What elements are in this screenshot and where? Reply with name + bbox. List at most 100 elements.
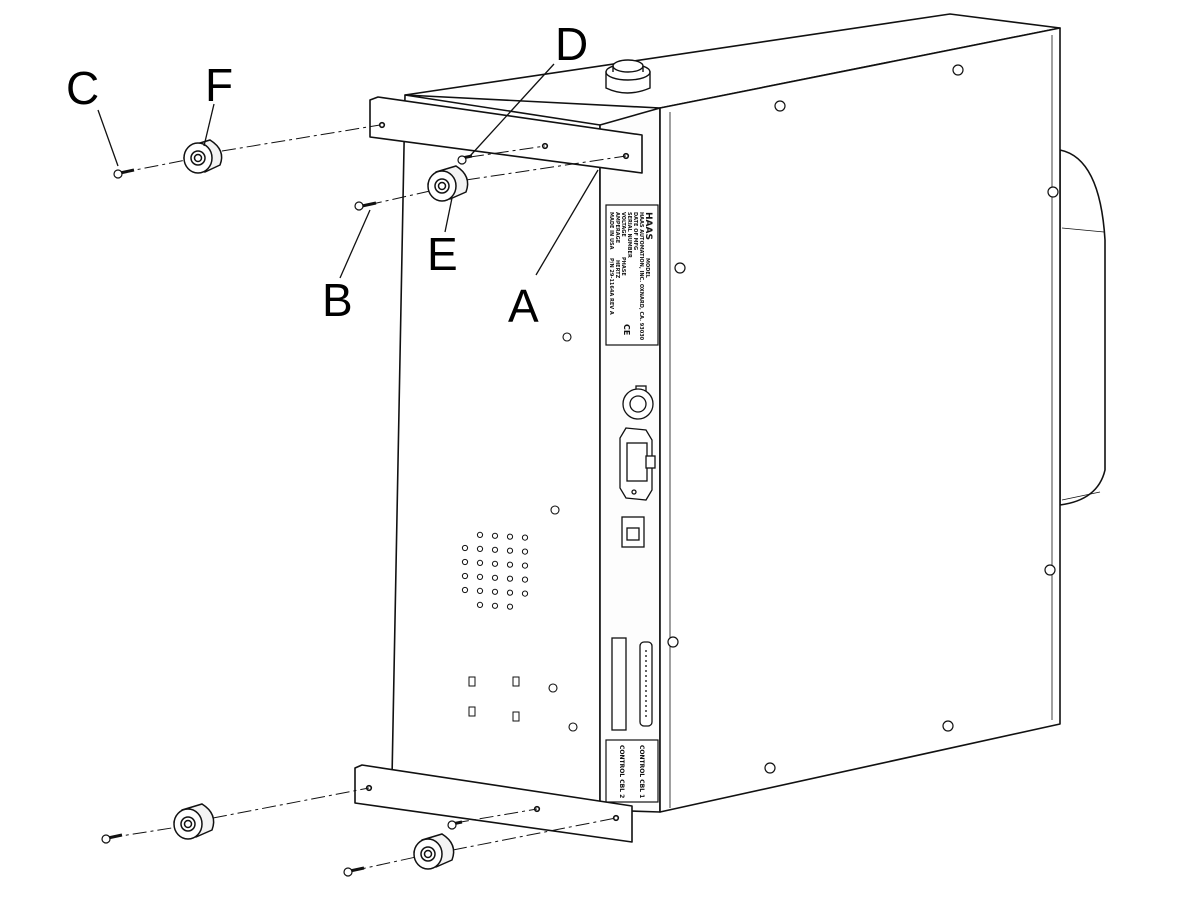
screw-icon [952, 64, 964, 76]
vent-hole [491, 588, 499, 595]
vent-hole [476, 531, 484, 539]
network-port [621, 516, 645, 548]
plate-line: MODEL [644, 258, 650, 279]
callout-C: C [66, 62, 99, 114]
vent-hole [521, 576, 529, 583]
screw-icon [764, 762, 776, 774]
leader-B [339, 209, 371, 279]
vent-hole [506, 561, 514, 568]
vent-hole [506, 533, 514, 540]
vent-hole [491, 602, 499, 609]
right-face-screws [667, 64, 1059, 774]
screw-icon [568, 722, 578, 732]
callout-E: E [427, 228, 458, 280]
indicator-icon [512, 676, 520, 687]
screw [101, 833, 123, 844]
plate-line: HERTZ [614, 260, 620, 279]
vent-hole [461, 572, 469, 580]
vent-grid [461, 531, 529, 610]
plate-line: P/N 29-1164A REV A [608, 258, 614, 315]
vent-hole [476, 559, 484, 567]
leader-C [97, 109, 119, 167]
bracket-hole-icon [378, 121, 386, 129]
db25-port [611, 637, 653, 731]
screw [447, 820, 463, 830]
screw-icon [1044, 564, 1056, 576]
callout-B: B [322, 274, 353, 326]
vent-hole [521, 590, 529, 597]
ce-mark: CE [622, 324, 631, 335]
screw-B [354, 201, 377, 211]
handle-edge [1061, 491, 1101, 501]
screw-icon [674, 262, 686, 274]
vent-hole [521, 548, 529, 555]
screw [343, 866, 365, 877]
rubber-foot-F [183, 139, 223, 174]
leader-E [444, 197, 453, 233]
vent-hole [506, 603, 514, 610]
screw-icon [1047, 186, 1059, 198]
callout-D: D [555, 18, 588, 70]
plate-line: PHASE [620, 257, 626, 276]
vent-hole [476, 545, 484, 553]
vent-hole [491, 532, 499, 539]
plate-line: DATE OF MFG [632, 212, 638, 250]
vent-hole [461, 586, 469, 594]
control-1-label: CONTROL CBL 1 [638, 745, 645, 798]
cable-gland [605, 59, 651, 94]
leader-F [203, 103, 215, 147]
screw-D [457, 154, 473, 165]
right-face [659, 27, 1061, 813]
screw-icon [942, 720, 954, 732]
power-inlet [619, 427, 656, 501]
side-handle [1059, 149, 1106, 506]
control-2-label: CONTROL CBL 2 [618, 745, 625, 798]
vent-hole [476, 601, 484, 609]
vent-hole [506, 575, 514, 582]
leader-A [535, 169, 599, 276]
screw-icon [667, 636, 679, 648]
vent-hole [476, 587, 484, 595]
screw-icon [774, 100, 786, 112]
handle-edge [1061, 227, 1105, 233]
vent-hole [491, 546, 499, 553]
screw-C [113, 168, 135, 179]
vent-hole [476, 573, 484, 581]
plate-line: MADE IN USA [608, 212, 614, 250]
plate-line: SERIAL NUMBER [626, 212, 632, 258]
circular-connector [622, 385, 654, 420]
vent-hole [461, 558, 469, 566]
screw-icon [548, 683, 558, 693]
callout-F: F [205, 59, 233, 111]
data-plate: HAAS MODEL HAAS AUTOMATION, INC. OXNARD,… [605, 204, 659, 346]
indicator-icon [468, 676, 476, 687]
plate-line: HAAS AUTOMATION, INC. OXNARD, CA. 93030 [638, 212, 644, 341]
screw-icon [550, 505, 560, 515]
indicator-icon [512, 711, 520, 722]
vent-hole [521, 562, 529, 569]
plate-brand: HAAS [643, 212, 653, 240]
rubber-foot-E [427, 165, 469, 202]
screw-icon [562, 332, 572, 342]
vent-hole [521, 534, 529, 541]
indicator-icon [468, 706, 476, 717]
vent-hole [491, 560, 499, 567]
left-face [391, 94, 601, 811]
vent-hole [506, 589, 514, 596]
rubber-foot [413, 833, 455, 870]
vent-hole [491, 574, 499, 581]
callout-A: A [508, 280, 539, 332]
left-face-fasteners [548, 332, 578, 732]
plate-line: VOLTAGE [620, 212, 626, 237]
vent-hole [461, 544, 469, 552]
rubber-foot [173, 803, 215, 840]
control-cable-label: CONTROL CBL 1 CONTROL CBL 2 [605, 739, 659, 803]
led-indicators [468, 676, 520, 722]
vent-hole [506, 547, 514, 554]
plate-line: AMPERAGE [614, 212, 620, 244]
bracket-hole-icon [612, 814, 620, 822]
leader-lines [97, 63, 599, 279]
leader-D [469, 63, 555, 157]
bottom-bracket [354, 764, 633, 843]
